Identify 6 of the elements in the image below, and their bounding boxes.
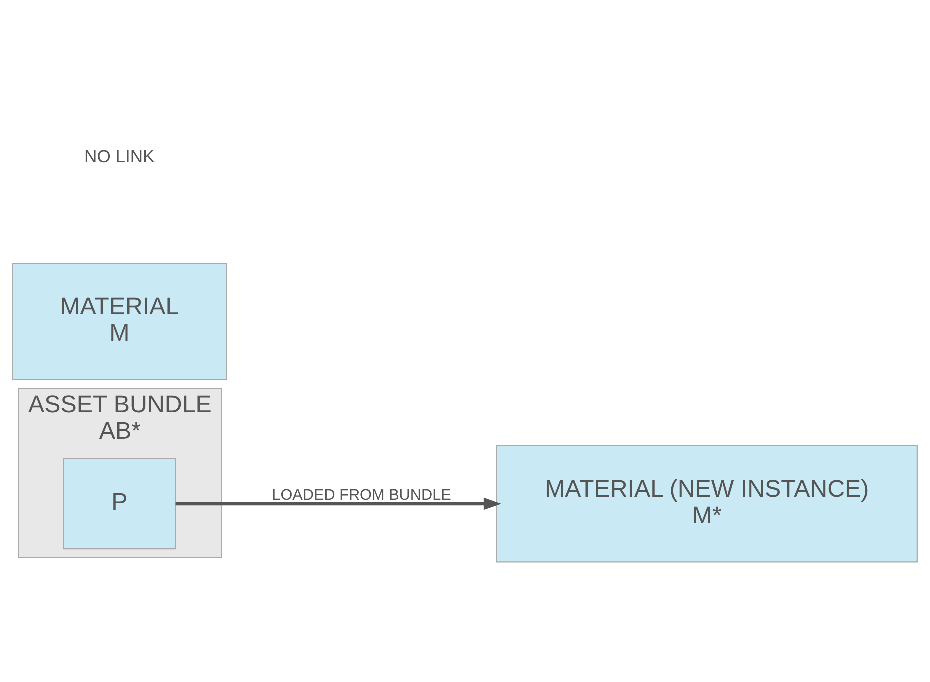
label: NO LINK — [84, 146, 155, 166]
node-box: MATERIAL M — [12, 262, 228, 380]
node-box: MATERIAL (NEW INSTANCE) M* — [496, 444, 918, 562]
arrow — [176, 497, 502, 510]
node-box: P — [63, 458, 176, 550]
edge-label: LOADED FROM BUNDLE — [272, 486, 452, 504]
